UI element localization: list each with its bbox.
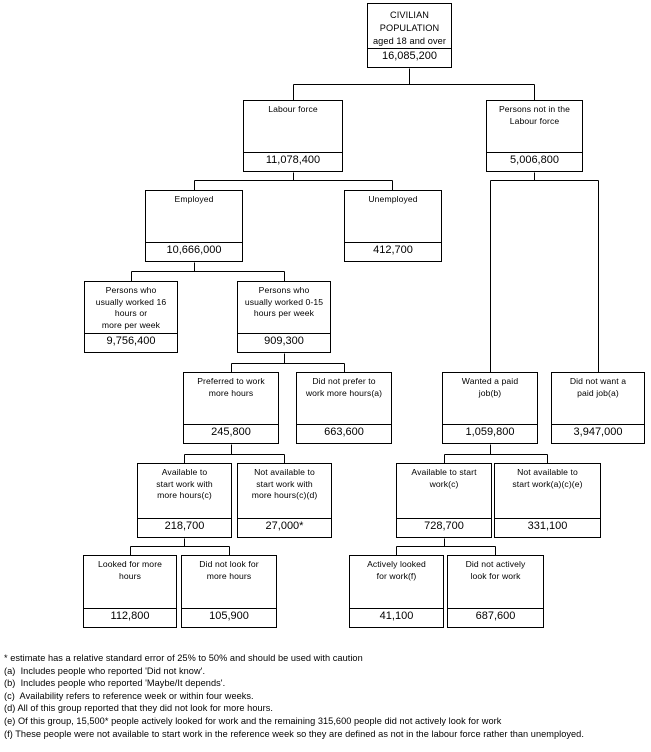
node-value: 663,600 bbox=[297, 424, 391, 443]
node-label: Did not prefer to work more hours(a) bbox=[305, 376, 383, 398]
footnotes-block: * estimate has a relative standard error… bbox=[4, 652, 649, 740]
node-label: Labour force bbox=[268, 104, 318, 114]
node-label: Persons who usually worked 16 hours or m… bbox=[95, 285, 167, 330]
footnote-f: (f) These people were not available to s… bbox=[4, 728, 584, 739]
node-available-start-work: Available to start work(c) 728,700 bbox=[396, 463, 492, 538]
node-value: 10,666,000 bbox=[146, 242, 242, 261]
node-value: 5,006,800 bbox=[487, 152, 582, 171]
footnote-b: (b) Includes people who reported 'Maybe/… bbox=[4, 678, 226, 689]
node-wanted-paid-job: Wanted a paid job(b) 1,059,800 bbox=[442, 372, 538, 444]
node-label: Not available to start work with more ho… bbox=[251, 467, 318, 500]
node-label: Available to start work with more hours(… bbox=[156, 467, 213, 500]
flowchart-diagram: CIVILIAN POPULATION aged 18 and over 16,… bbox=[83, 3, 645, 628]
node-label: Did not actively look for work bbox=[465, 559, 526, 581]
node-value: 412,700 bbox=[345, 242, 441, 261]
node-unemployed: Unemployed 412,700 bbox=[344, 190, 442, 262]
node-employed: Employed 10,666,000 bbox=[145, 190, 243, 262]
node-labour-force: Labour force 11,078,400 bbox=[243, 100, 343, 172]
node-value: 728,700 bbox=[397, 518, 491, 537]
node-label: Persons not in the Labour force bbox=[498, 104, 571, 126]
node-did-not-actively-look: Did not actively look for work 687,600 bbox=[447, 555, 544, 628]
node-label: Unemployed bbox=[368, 194, 418, 204]
node-not-available-more-hours: Not available to start work with more ho… bbox=[237, 463, 332, 538]
node-value: 687,600 bbox=[448, 608, 543, 627]
footnote-a: (a) Includes people who reported 'Did no… bbox=[4, 665, 206, 676]
node-value: 245,800 bbox=[184, 424, 278, 443]
node-value: 16,085,200 bbox=[368, 48, 451, 67]
node-worked-16-or-more: Persons who usually worked 16 hours or m… bbox=[84, 281, 178, 353]
node-label: Actively looked for work(f) bbox=[367, 559, 426, 581]
node-value: 3,947,000 bbox=[552, 424, 644, 443]
node-value: 27,000* bbox=[238, 518, 331, 537]
node-did-not-want-paid-job: Did not want a paid job(a) 3,947,000 bbox=[551, 372, 645, 444]
node-worked-0-15: Persons who usually worked 0-15 hours pe… bbox=[237, 281, 331, 353]
footnote-e: (e) Of this group, 15,500* people active… bbox=[4, 715, 502, 726]
node-civilian-population: CIVILIAN POPULATION aged 18 and over 16,… bbox=[367, 3, 452, 68]
node-value: 909,300 bbox=[238, 333, 330, 352]
node-label: CIVILIAN POPULATION aged 18 and over bbox=[372, 10, 447, 46]
node-value: 218,700 bbox=[138, 518, 231, 537]
node-label: Preferred to work more hours bbox=[197, 376, 265, 398]
footnote-asterisk: * estimate has a relative standard error… bbox=[4, 653, 363, 663]
node-value: 112,800 bbox=[84, 608, 176, 627]
node-label: Did not want a paid job(a) bbox=[569, 376, 627, 398]
node-value: 1,059,800 bbox=[443, 424, 537, 443]
node-label: Not available to start work(a)(c)(e) bbox=[512, 467, 583, 489]
node-looked-for-more-hours: Looked for more hours 112,800 bbox=[83, 555, 177, 628]
footnote-c: (c) Availability refers to reference wee… bbox=[4, 690, 254, 701]
node-label: Employed bbox=[174, 194, 214, 204]
node-label: Available to start work(c) bbox=[411, 467, 477, 489]
node-label: Looked for more hours bbox=[97, 559, 163, 581]
node-value: 41,100 bbox=[350, 608, 443, 627]
node-preferred-more-hours: Preferred to work more hours 245,800 bbox=[183, 372, 279, 444]
node-actively-looked-for-work: Actively looked for work(f) 41,100 bbox=[349, 555, 444, 628]
node-did-not-prefer-more-hours: Did not prefer to work more hours(a) 663… bbox=[296, 372, 392, 444]
node-not-available-start-work: Not available to start work(a)(c)(e) 331… bbox=[494, 463, 601, 538]
node-persons-not-in-labour-force: Persons not in the Labour force 5,006,80… bbox=[486, 100, 583, 172]
node-value: 9,756,400 bbox=[85, 333, 177, 352]
node-label: Did not look for more hours bbox=[199, 559, 259, 581]
node-value: 331,100 bbox=[495, 518, 600, 537]
node-did-not-look-more-hours: Did not look for more hours 105,900 bbox=[181, 555, 277, 628]
node-available-more-hours: Available to start work with more hours(… bbox=[137, 463, 232, 538]
node-label: Persons who usually worked 0-15 hours pe… bbox=[244, 285, 324, 318]
node-value: 105,900 bbox=[182, 608, 276, 627]
footnote-d: (d) All of this group reported that they… bbox=[4, 703, 274, 714]
node-value: 11,078,400 bbox=[244, 152, 342, 171]
node-label: Wanted a paid job(b) bbox=[461, 376, 519, 398]
